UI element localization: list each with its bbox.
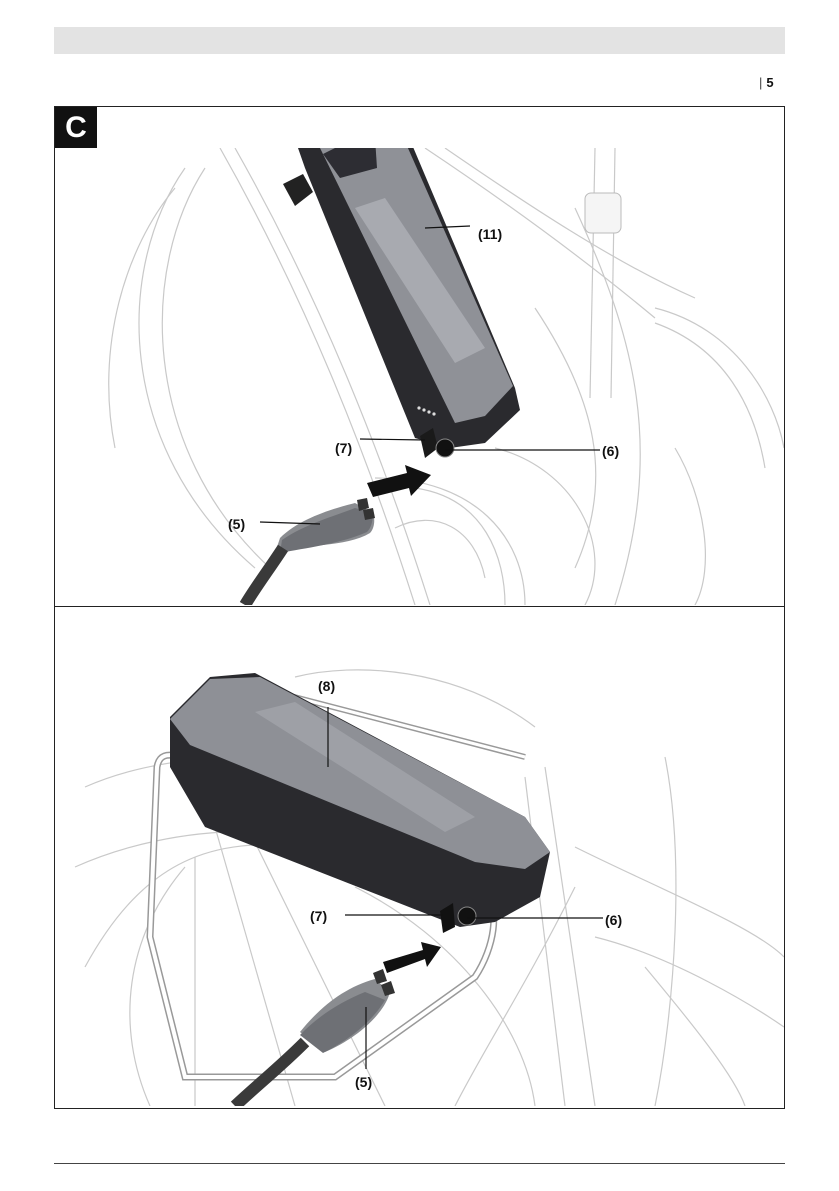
callout-top-socket: (6) — [602, 443, 619, 459]
frame-battery — [283, 148, 520, 458]
callout-top-lock: (7) — [335, 440, 352, 456]
footer-rule — [54, 1163, 785, 1164]
callout-bottom-plug: (5) — [355, 1074, 372, 1090]
charging-socket — [436, 439, 454, 457]
callout-bottom-lock: (7) — [310, 908, 327, 924]
page-number: |5 — [759, 75, 774, 90]
insert-arrow — [383, 942, 441, 973]
seat-tube-collar — [585, 193, 621, 233]
bottom-panel-illustration — [55, 607, 784, 1106]
callout-top-plug: (5) — [228, 516, 245, 532]
callout-top-battery: (11) — [478, 226, 502, 242]
figure-badge: C — [55, 107, 97, 148]
callout-bottom-socket: (6) — [605, 912, 622, 928]
top-panel-illustration — [55, 148, 784, 605]
callout-bottom-battery: (8) — [318, 678, 335, 694]
header-bar — [54, 27, 785, 54]
charger-plug — [245, 498, 375, 605]
charging-socket — [458, 907, 476, 925]
insert-arrow — [367, 465, 431, 497]
page-number-value: 5 — [766, 75, 773, 90]
